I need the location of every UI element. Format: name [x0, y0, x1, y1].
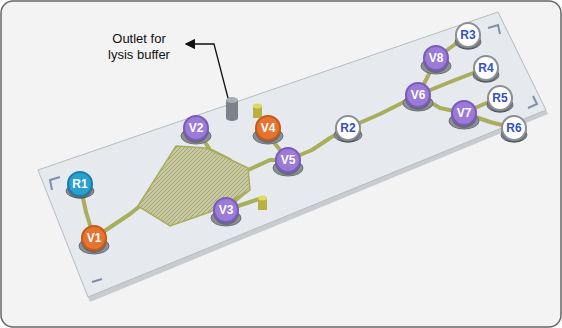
valve-label: V2 [189, 122, 204, 134]
reservoir-circle: R5 [487, 85, 513, 111]
valve-label: V1 [87, 232, 102, 244]
reservoir-circle: R2 [335, 115, 361, 141]
valve-circle: V2 [183, 115, 209, 141]
reservoir-circle: R3 [455, 22, 481, 48]
valve-circle: V3 [213, 197, 239, 223]
valve-label: V6 [411, 89, 426, 101]
reservoir-circle: R1 [67, 171, 93, 197]
valve-circle: V4 [255, 115, 281, 141]
valve-label: V3 [219, 204, 234, 216]
reservoir-label: R2 [340, 122, 355, 134]
chip-plate [38, 12, 546, 297]
valve-circle: V8 [423, 45, 449, 71]
corner-brackets [50, 25, 537, 282]
outlet-pillars [226, 97, 267, 210]
reservoir-label: R6 [506, 122, 521, 134]
valve-circle: V5 [275, 147, 301, 173]
mixing-chamber [138, 146, 250, 226]
reservoir-circle: R4 [473, 55, 499, 81]
valve-circle: V6 [405, 82, 431, 108]
reservoir-label: R4 [478, 62, 493, 74]
callout-label: Outlet for lysis buffer [98, 31, 180, 64]
reservoir-label: R1 [72, 178, 87, 190]
valve-circle: V1 [81, 225, 107, 251]
valve-label: V7 [457, 107, 472, 119]
valve-label: V4 [261, 122, 276, 134]
reservoir-circle: R6 [501, 115, 527, 141]
reservoir-label: R5 [492, 92, 507, 104]
valve-label: V5 [281, 154, 296, 166]
valve-label: V8 [429, 52, 444, 64]
valve-bases [66, 35, 527, 254]
reservoir-label: R3 [460, 29, 475, 41]
channels [80, 35, 514, 238]
callout-arrow [186, 44, 228, 98]
valve-circle: V7 [451, 100, 477, 126]
